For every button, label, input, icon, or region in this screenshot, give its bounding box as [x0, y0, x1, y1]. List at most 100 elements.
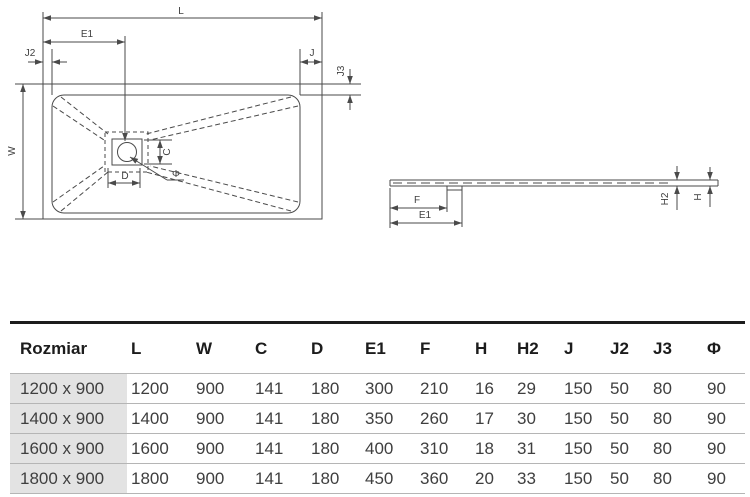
technical-drawings: L E1 J2 J	[7, 6, 719, 228]
dimension-H: H	[693, 167, 713, 207]
table-row: 1600 x 900 1600 900 141 180 400 310 18 3…	[10, 433, 745, 464]
value-cell: 33	[513, 463, 560, 494]
value-cell: 90	[703, 463, 745, 494]
value-cell: 80	[649, 403, 703, 434]
value-cell: 141	[251, 373, 307, 404]
top-view-diagram: L E1 J2 J	[7, 6, 361, 220]
value-cell: 1600	[127, 433, 192, 464]
column-header-E1: E1	[361, 322, 416, 374]
size-cell: 1200 x 900	[10, 373, 127, 404]
column-header-L: L	[127, 322, 192, 374]
value-cell: 141	[251, 403, 307, 434]
value-cell: 260	[416, 403, 471, 434]
value-cell: 310	[416, 433, 471, 464]
column-header-H: H	[471, 322, 513, 374]
value-cell: 360	[416, 463, 471, 494]
value-cell: 900	[192, 403, 251, 434]
value-cell: 1200	[127, 373, 192, 404]
value-cell: 180	[307, 373, 361, 404]
dimension-D: D	[107, 168, 141, 188]
value-cell: 180	[307, 403, 361, 434]
value-cell: 350	[361, 403, 416, 434]
column-header-J3: J3	[649, 322, 703, 374]
drain	[104, 131, 149, 173]
value-cell: 1800	[127, 463, 192, 494]
column-header-J: J	[560, 322, 606, 374]
size-cell: 1600 x 900	[10, 433, 127, 464]
column-header-H2: H2	[513, 322, 560, 374]
value-cell: 141	[251, 433, 307, 464]
dimension-J: J	[299, 48, 322, 95]
label-F: F	[414, 195, 420, 206]
size-cell: 1800 x 900	[10, 463, 127, 494]
value-cell: 80	[649, 463, 703, 494]
value-cell: 180	[307, 463, 361, 494]
value-cell: 50	[606, 373, 649, 404]
dimensions-table: Rozmiar L W C D E1 F H H2 J J2 J3 Φ 1200…	[10, 321, 745, 494]
value-cell: 210	[416, 373, 471, 404]
value-cell: 900	[192, 433, 251, 464]
dimension-F-side: F	[389, 188, 448, 228]
value-cell: 80	[649, 373, 703, 404]
basin-slope-lines	[52, 96, 299, 212]
dimension-diameter: Φ	[129, 156, 184, 181]
column-header-D: D	[307, 322, 361, 374]
table-row: 1800 x 900 1800 900 141 180 450 360 20 3…	[10, 463, 745, 494]
label-J2: J2	[25, 48, 36, 59]
value-cell: 90	[703, 373, 745, 404]
value-cell: 150	[560, 403, 606, 434]
value-cell: 80	[649, 433, 703, 464]
table-header-row: Rozmiar L W C D E1 F H H2 J J2 J3 Φ	[10, 322, 745, 374]
value-cell: 29	[513, 373, 560, 404]
value-cell: 50	[606, 433, 649, 464]
label-J: J	[310, 48, 315, 59]
value-cell: 17	[471, 403, 513, 434]
label-D: D	[121, 171, 128, 182]
value-cell: 16	[471, 373, 513, 404]
value-cell: 141	[251, 463, 307, 494]
value-cell: 450	[361, 463, 416, 494]
drain-housing	[446, 185, 463, 191]
column-header-rozmiar: Rozmiar	[10, 322, 127, 374]
value-cell: 900	[192, 373, 251, 404]
table-row: 1200 x 900 1200 900 141 180 300 210 16 2…	[10, 373, 745, 404]
size-cell: 1400 x 900	[10, 403, 127, 434]
dimension-C: C	[144, 139, 173, 165]
value-cell: 31	[513, 433, 560, 464]
value-cell: 18	[471, 433, 513, 464]
dimension-E1-side: E1	[390, 190, 463, 227]
value-cell: 400	[361, 433, 416, 464]
value-cell: 900	[192, 463, 251, 494]
value-cell: 90	[703, 433, 745, 464]
value-cell: 30	[513, 403, 560, 434]
dimension-W: W	[7, 84, 26, 219]
value-cell: 150	[560, 433, 606, 464]
value-cell: 90	[703, 403, 745, 434]
column-header-C: C	[251, 322, 307, 374]
column-header-F: F	[416, 322, 471, 374]
label-W: W	[7, 146, 18, 156]
tray-outer-outline	[15, 83, 361, 220]
label-diameter: Φ	[172, 169, 180, 180]
value-cell: 150	[560, 373, 606, 404]
tray-basin-outline	[51, 94, 361, 214]
label-C: C	[162, 148, 173, 155]
label-H2: H2	[660, 192, 671, 205]
label-J3: J3	[336, 65, 347, 76]
value-cell: 50	[606, 463, 649, 494]
label-E1-side: E1	[419, 210, 432, 221]
value-cell: 50	[606, 403, 649, 434]
side-view-diagram: F E1 H2 H	[389, 166, 719, 228]
column-header-diameter: Φ	[703, 322, 745, 374]
value-cell: 1400	[127, 403, 192, 434]
dimension-J3: J3	[336, 65, 353, 110]
value-cell: 150	[560, 463, 606, 494]
column-header-W: W	[192, 322, 251, 374]
column-header-J2: J2	[606, 322, 649, 374]
dimension-L: L	[42, 6, 323, 84]
label-H: H	[693, 193, 704, 200]
value-cell: 180	[307, 433, 361, 464]
dimension-H2: H2	[660, 166, 680, 210]
table-row: 1400 x 900 1400 900 141 180 350 260 17 3…	[10, 403, 745, 434]
